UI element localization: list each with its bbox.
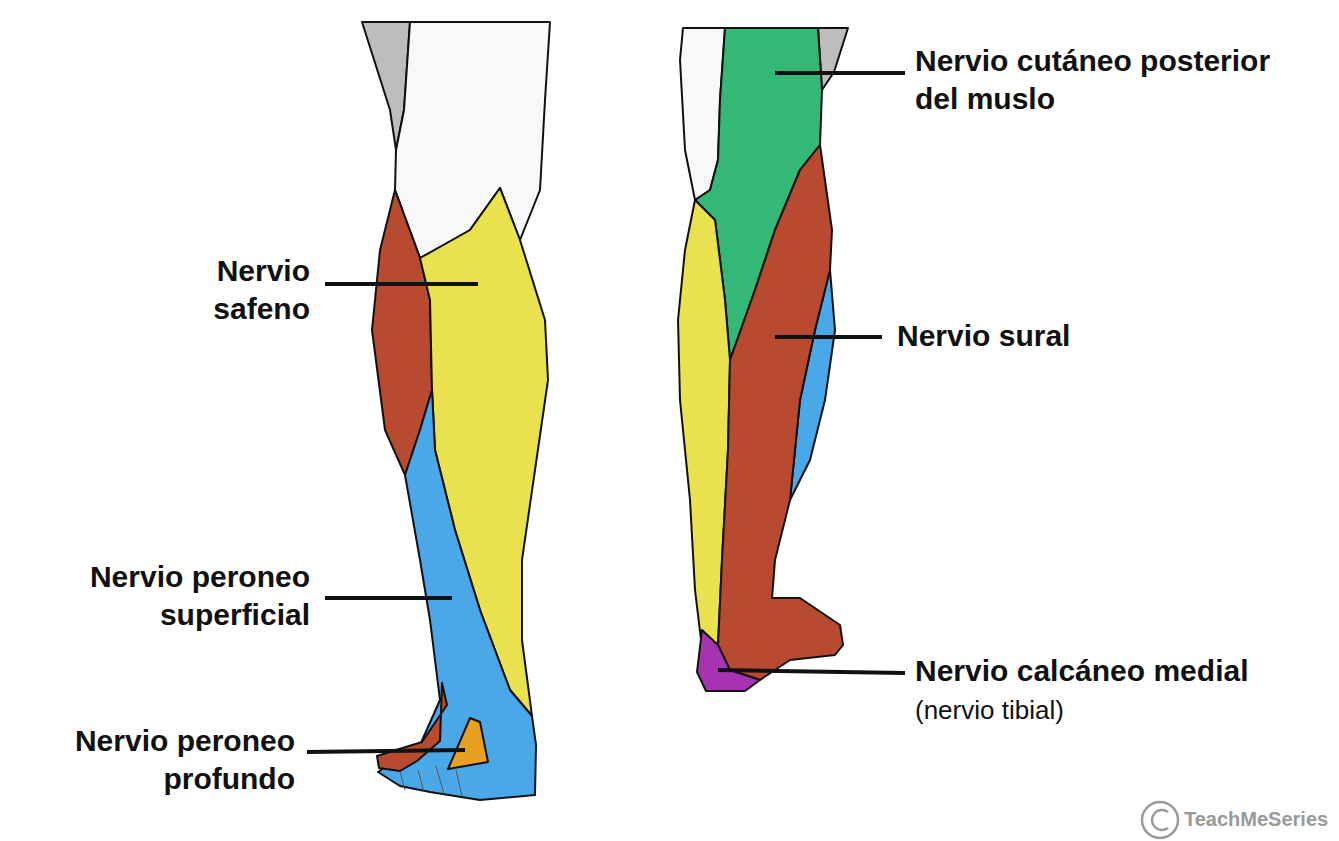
nerve-label: Nervio peroneo profundo [45, 722, 295, 797]
superficial-peroneal-region [378, 390, 536, 800]
medial-calcaneal-region [697, 630, 760, 691]
nerve-label: Nervio sural [897, 317, 1070, 355]
copyright-icon [1142, 802, 1178, 838]
watermark: TeachMeSeries [1184, 807, 1328, 832]
thigh-white-region [395, 22, 550, 258]
toe-lines [400, 766, 462, 796]
nerve-label: Nervio safeno [190, 252, 310, 327]
leader-line [718, 670, 905, 673]
leader-line [325, 282, 478, 286]
nerve-label: Nervio calcáneo medial [915, 652, 1249, 690]
leader-line [325, 596, 452, 600]
thigh-grey-region [818, 28, 848, 90]
nerve-label: Nervio peroneo superficial [60, 558, 310, 633]
foot-saphenous-region [377, 683, 447, 771]
leader-line [307, 750, 465, 752]
leader-line [775, 335, 882, 339]
deep-peroneal-region [448, 718, 488, 769]
sural-region [718, 145, 843, 680]
nerve-sublabel: (nervio tibial) [915, 694, 1064, 727]
nerve-label: Nervio cutáneo posterior del muslo [915, 42, 1305, 117]
leader-line [775, 71, 905, 75]
